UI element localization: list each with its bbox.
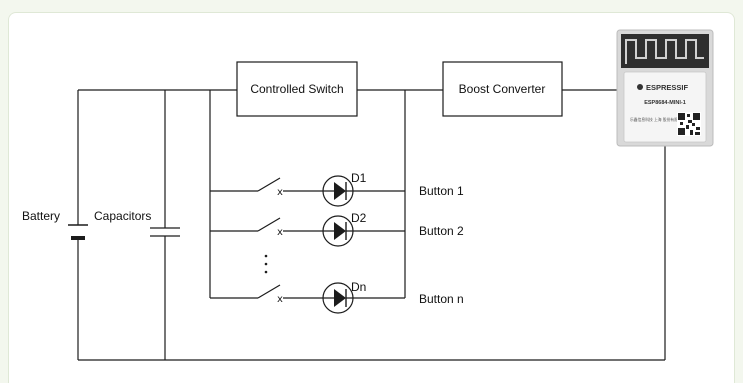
button-branch-2: x <box>210 215 405 247</box>
button-label-1: Button 1 <box>419 184 464 198</box>
module-fine-print: 乐鑫信息科技 上海 股份有限公司 <box>630 117 686 122</box>
capacitor-symbol <box>150 227 180 237</box>
boost-converter-label: Boost Converter <box>459 82 546 96</box>
module-model: ESP8684-MINI-1 <box>644 100 686 106</box>
espressif-logo-icon <box>637 84 643 90</box>
boost-converter-block: Boost Converter <box>442 61 563 117</box>
button-label-2: Button 2 <box>419 224 464 238</box>
battery-symbol <box>68 224 88 240</box>
diode-label-2: D2 <box>351 211 367 225</box>
diode-label-n: Dn <box>351 280 366 294</box>
ellipsis-dots <box>264 254 268 274</box>
button-branch-1: x <box>210 175 405 207</box>
button-branch-n: x <box>210 282 405 314</box>
controlled-switch-block: Controlled Switch <box>236 61 358 117</box>
antenna-icon <box>625 39 704 64</box>
controlled-switch-label: Controlled Switch <box>250 82 343 96</box>
battery-label: Battery <box>22 209 60 223</box>
wires <box>77 89 666 361</box>
module-brand: ESPRESSIF <box>646 83 689 92</box>
svg-text:x: x <box>277 294 283 305</box>
svg-text:x: x <box>277 187 283 198</box>
diode-label-1: D1 <box>351 171 367 185</box>
button-label-n: Button n <box>419 292 464 306</box>
svg-text:x: x <box>277 227 283 238</box>
qr-code-icon <box>677 112 701 136</box>
capacitors-label: Capacitors <box>94 209 151 223</box>
esp-module: ESPRESSIF ESP8684-MINI-1 乐鑫信息科技 上海 股份有限公… <box>616 29 714 147</box>
diagram-frame <box>8 12 735 383</box>
